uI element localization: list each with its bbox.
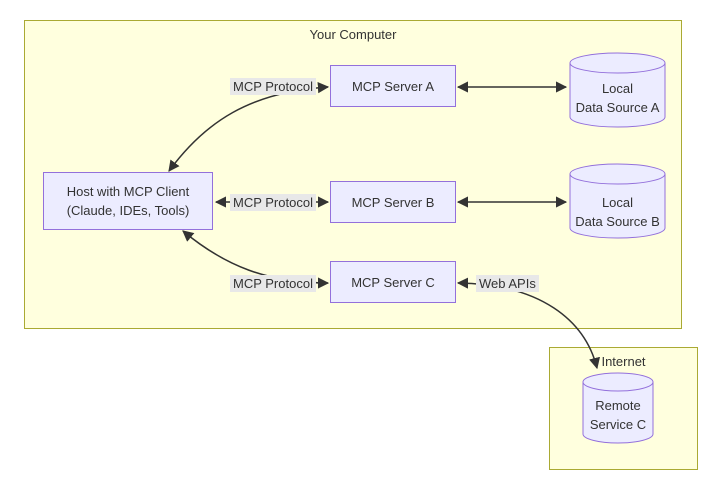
node-mcp-server-a: MCP Server A — [330, 65, 456, 107]
edge-server-c-remote-c — [456, 277, 600, 370]
source-b-line1: Local — [601, 195, 634, 210]
edge-label-mcp-protocol-a: MCP Protocol — [230, 78, 316, 95]
source-a-label: Local Data Source A — [570, 79, 665, 117]
node-mcp-server-b: MCP Server B — [330, 181, 456, 223]
source-a-line2: Data Source A — [575, 100, 660, 115]
remote-c-line1: Remote — [595, 398, 641, 413]
edge-label-mcp-protocol-c: MCP Protocol — [230, 275, 316, 292]
server-b-label: MCP Server B — [351, 194, 435, 210]
edge-label-mcp-protocol-b: MCP Protocol — [230, 194, 316, 211]
source-b-line2: Data Source B — [575, 214, 660, 229]
cylinder-remote-c — [582, 372, 654, 444]
edge-host-server-a — [168, 82, 330, 172]
host-label-line2: (Claude, IDEs, Tools) — [66, 203, 190, 218]
remote-c-label: Remote Service C — [583, 396, 653, 434]
server-a-label: MCP Server A — [351, 78, 435, 94]
internet-label: Internet — [601, 354, 646, 369]
source-a-line1: Local — [601, 81, 634, 96]
node-mcp-server-c: MCP Server C — [330, 261, 456, 303]
your-computer-label: Your Computer — [309, 27, 397, 42]
source-b-label: Local Data Source B — [570, 193, 665, 231]
node-host: Host with MCP Client (Claude, IDEs, Tool… — [43, 172, 213, 230]
host-label-line1: Host with MCP Client — [66, 184, 190, 199]
edge-label-web-apis: Web APIs — [476, 275, 539, 292]
server-c-label: MCP Server C — [351, 274, 435, 290]
cylinder-source-a — [569, 52, 666, 128]
remote-c-line2: Service C — [589, 417, 647, 432]
cylinder-source-b — [569, 163, 666, 239]
